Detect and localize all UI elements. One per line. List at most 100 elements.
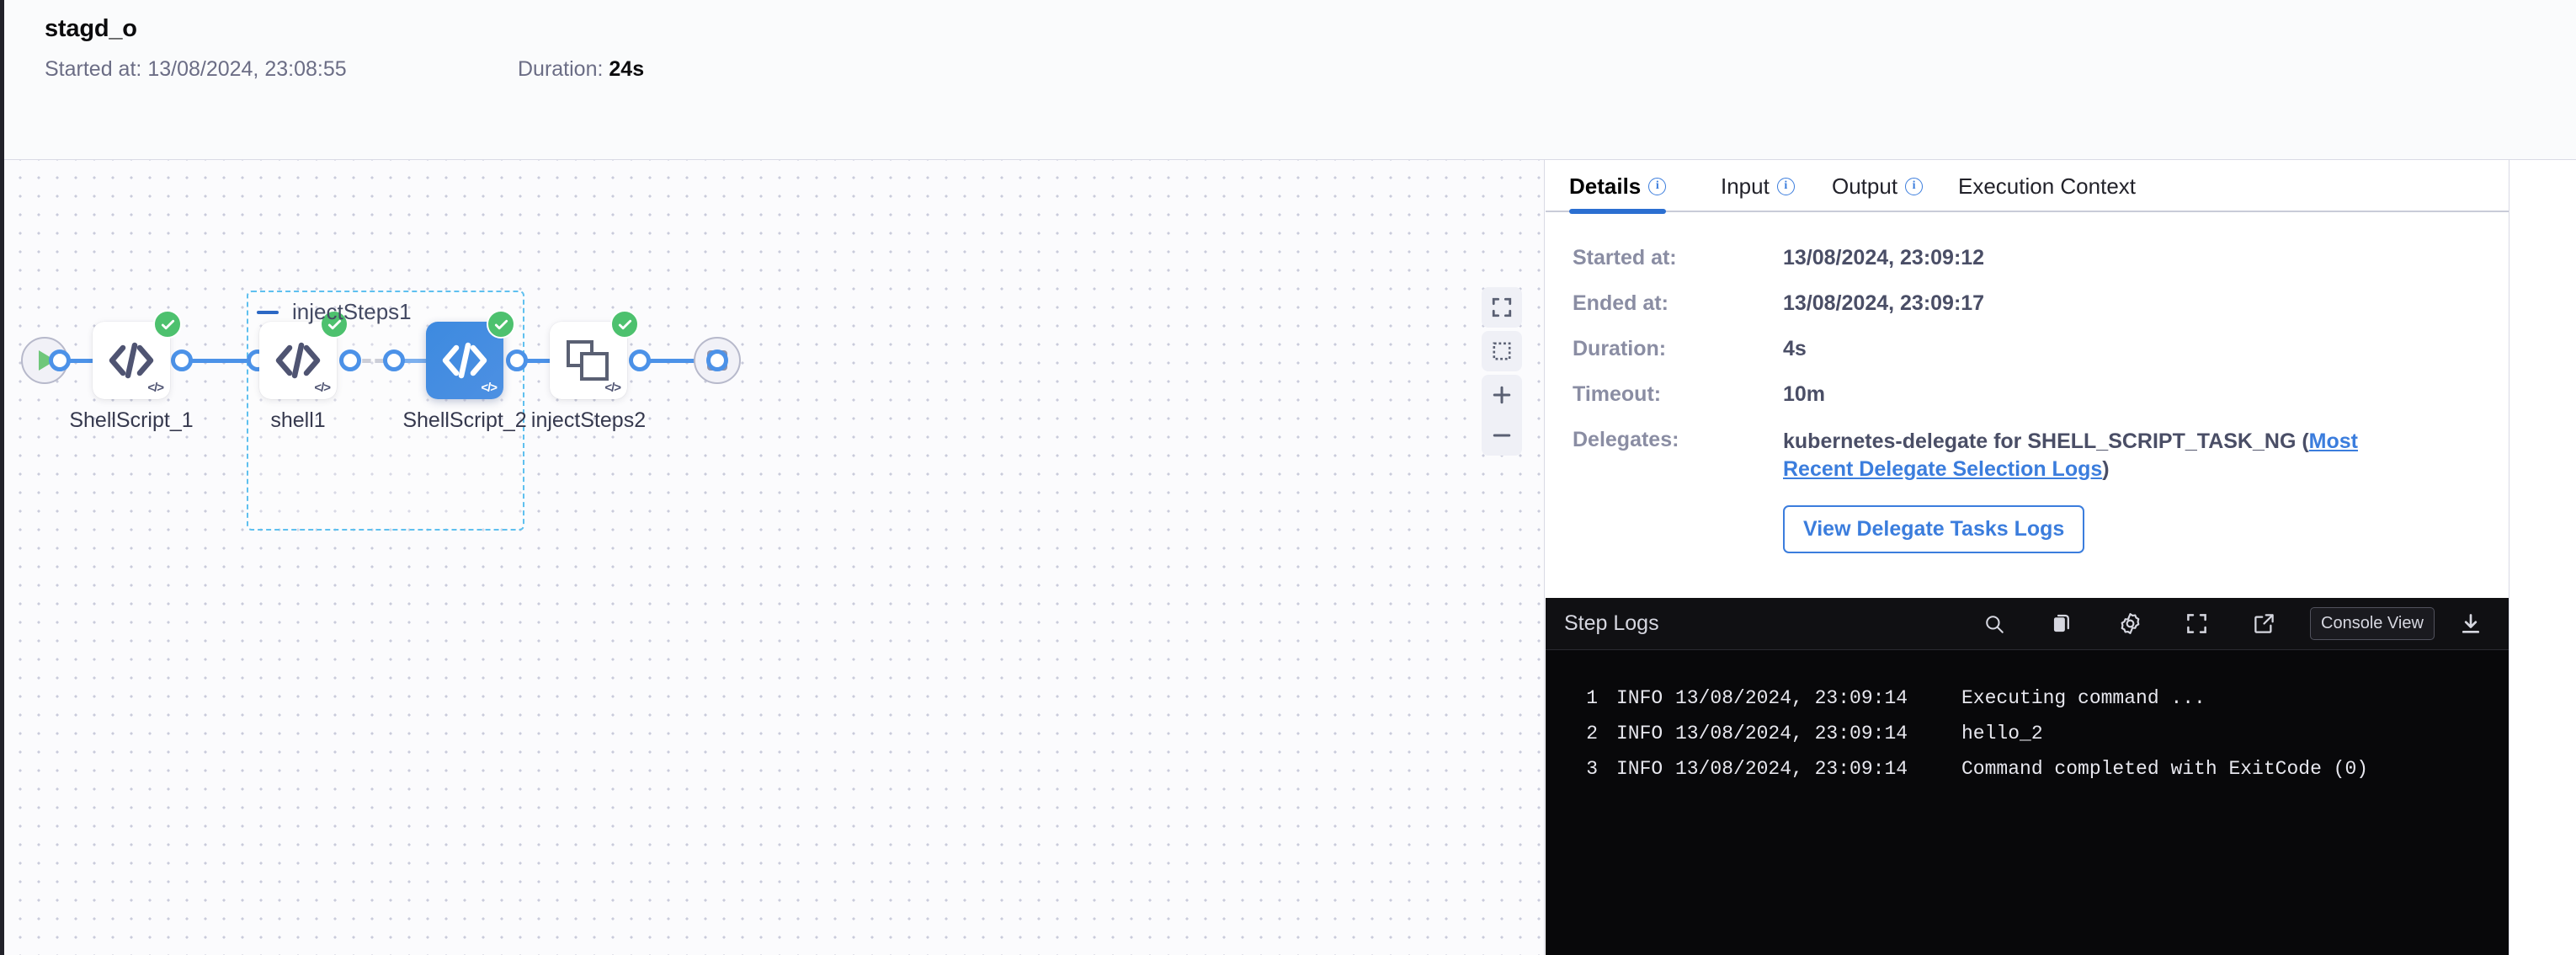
view-delegate-tasks-logs-button[interactable]: View Delegate Tasks Logs xyxy=(1783,505,2085,553)
edge-shellscript1-to-group xyxy=(179,359,255,363)
fit-to-screen-button[interactable] xyxy=(1482,287,1522,328)
detail-row-timeout: Timeout: 10m xyxy=(1546,382,2509,428)
log-line: 2 INFO 13/08/2024, 23:09:14 hello_2 xyxy=(1546,716,2509,751)
info-icon[interactable]: i xyxy=(1648,177,1667,195)
graph-node-shellscript2[interactable]: </> xyxy=(426,310,515,399)
detail-row-delegates: Delegates: kubernetes-delegate for SHELL… xyxy=(1546,428,2509,505)
port-shellscript2-out xyxy=(506,349,528,371)
log-line-number: 2 xyxy=(1586,723,1598,744)
delegates-value: kubernetes-delegate for SHELL_SCRIPT_TAS… xyxy=(1783,428,2372,483)
graph-node-shell1[interactable]: </> xyxy=(259,310,349,399)
graph-node-injectsteps2[interactable]: </> xyxy=(550,310,639,399)
code-badge-icon: </> xyxy=(481,381,498,395)
detail-row-delegate-button: View Delegate Tasks Logs xyxy=(1546,505,2509,566)
tab-details[interactable]: Details i xyxy=(1569,160,1667,214)
detail-row-duration: Duration: 4s xyxy=(1546,337,2509,382)
step-logs-panel: Step Logs xyxy=(1546,598,2509,955)
execution-header: stagd_o Started at: 13/08/2024, 23:08:55… xyxy=(4,0,2576,160)
zoom-in-button[interactable] xyxy=(1482,375,1522,415)
log-line-level: INFO xyxy=(1616,687,1663,709)
started-at-value: 13/08/2024, 23:08:55 xyxy=(147,57,347,81)
copy-icon[interactable] xyxy=(2051,612,2073,635)
port-end-in xyxy=(706,349,728,371)
code-badge-icon: </> xyxy=(604,381,621,395)
delegates-text: kubernetes-delegate for SHELL_SCRIPT_TAS… xyxy=(1783,429,2309,453)
page-title: stagd_o xyxy=(45,15,137,42)
tab-execution-context-label: Execution Context xyxy=(1958,173,2137,199)
log-line-message: hello_2 xyxy=(1961,723,2043,744)
info-icon[interactable]: i xyxy=(1905,177,1924,195)
log-line-number: 1 xyxy=(1586,687,1598,709)
duration-summary: Duration: 24s xyxy=(518,57,644,82)
port-group-out xyxy=(383,349,405,371)
code-badge-icon: </> xyxy=(314,381,331,395)
step-logs-body[interactable]: 1 INFO 13/08/2024, 23:09:14 Executing co… xyxy=(1546,650,2509,955)
info-icon[interactable]: i xyxy=(1776,177,1795,195)
graph-node-label-shell1: shell1 xyxy=(270,408,326,432)
port-start-out xyxy=(49,349,71,371)
detail-row-started-at: Started at: 13/08/2024, 23:09:12 xyxy=(1546,246,2509,291)
details-tabs: Details i Input i Output i Execution Con… xyxy=(1546,160,2509,214)
edge-shell1-to-group-out xyxy=(348,359,391,363)
duration-value: 24s xyxy=(609,57,645,81)
step-logs-header: Step Logs xyxy=(1546,598,2509,650)
status-success-icon xyxy=(610,310,639,339)
code-badge-icon: </> xyxy=(147,381,164,395)
log-line-level: INFO xyxy=(1616,758,1663,780)
tab-output[interactable]: Output i xyxy=(1832,160,1924,212)
status-success-icon xyxy=(320,310,349,339)
started-at-label: Started at: xyxy=(45,57,142,81)
left-nav-rail xyxy=(0,0,4,955)
zoom-controls[interactable] xyxy=(1482,375,1522,456)
active-tab-underline xyxy=(1569,209,1667,214)
tab-execution-context[interactable]: Execution Context xyxy=(1958,160,2136,212)
status-success-icon xyxy=(153,310,182,339)
tab-output-label: Output xyxy=(1832,173,1898,199)
log-line-timestamp: 13/08/2024, 23:09:14 xyxy=(1675,723,1908,744)
started-at-value: 13/08/2024, 23:09:12 xyxy=(1783,246,1985,269)
most-recent-delegate-selection-logs-link[interactable]: Most Recent Delegate Selection Logs xyxy=(1783,429,2358,481)
delegates-suffix: ) xyxy=(2102,457,2110,481)
ended-at-label: Ended at: xyxy=(1573,291,1669,315)
log-line: 1 INFO 13/08/2024, 23:09:14 Executing co… xyxy=(1546,680,2509,716)
port-shellscript1-out xyxy=(171,349,193,371)
pipeline-graph-canvas[interactable]: injectSteps1 xyxy=(4,160,1545,955)
duration-value: 4s xyxy=(1783,337,1807,360)
selection-mode-button[interactable] xyxy=(1482,331,1522,371)
search-icon[interactable] xyxy=(1983,613,2005,635)
log-line: 3 INFO 13/08/2024, 23:09:14 Command comp… xyxy=(1546,751,2509,787)
step-group-header[interactable]: injectSteps1 xyxy=(257,299,412,325)
step-details-panel: Details i Input i Output i Execution Con… xyxy=(1546,160,2509,955)
timeout-value: 10m xyxy=(1783,382,1826,406)
detail-row-ended-at: Ended at: 13/08/2024, 23:09:17 xyxy=(1546,291,2509,337)
step-group-label: injectSteps1 xyxy=(292,299,412,324)
graph-node-label-shellscript1: ShellScript_1 xyxy=(69,408,194,432)
duration-label: Duration: xyxy=(518,57,604,81)
tab-details-label: Details xyxy=(1569,173,1642,199)
console-view-button[interactable]: Console View xyxy=(2310,607,2435,640)
step-logs-title: Step Logs xyxy=(1564,611,1659,635)
ended-at-value: 13/08/2024, 23:09:17 xyxy=(1783,291,1985,315)
started-at-summary: Started at: 13/08/2024, 23:08:55 xyxy=(45,57,347,82)
duration-label: Duration: xyxy=(1573,337,1667,360)
started-at-label: Started at: xyxy=(1573,246,1677,269)
log-line-timestamp: 13/08/2024, 23:09:14 xyxy=(1675,758,1908,780)
fullscreen-icon[interactable] xyxy=(2185,612,2208,635)
status-success-icon xyxy=(487,310,515,339)
code-icon xyxy=(93,322,170,399)
log-line-timestamp: 13/08/2024, 23:09:14 xyxy=(1675,687,1908,709)
log-line-number: 3 xyxy=(1586,758,1598,780)
step-group-icon xyxy=(550,322,627,399)
download-icon[interactable] xyxy=(2459,612,2483,636)
port-injectsteps2-out xyxy=(629,349,651,371)
code-icon xyxy=(426,322,503,399)
graph-node-shellscript1[interactable]: </> xyxy=(93,310,182,399)
external-link-icon[interactable] xyxy=(2253,612,2275,635)
gear-icon[interactable] xyxy=(2118,611,2142,636)
minus-icon[interactable] xyxy=(257,310,279,314)
zoom-out-button[interactable] xyxy=(1482,415,1522,456)
graph-node-label-shellscript2: ShellScript_2 xyxy=(402,408,527,432)
code-icon xyxy=(259,322,337,399)
port-shell1-out xyxy=(339,349,361,371)
tab-input[interactable]: Input i xyxy=(1721,160,1795,212)
